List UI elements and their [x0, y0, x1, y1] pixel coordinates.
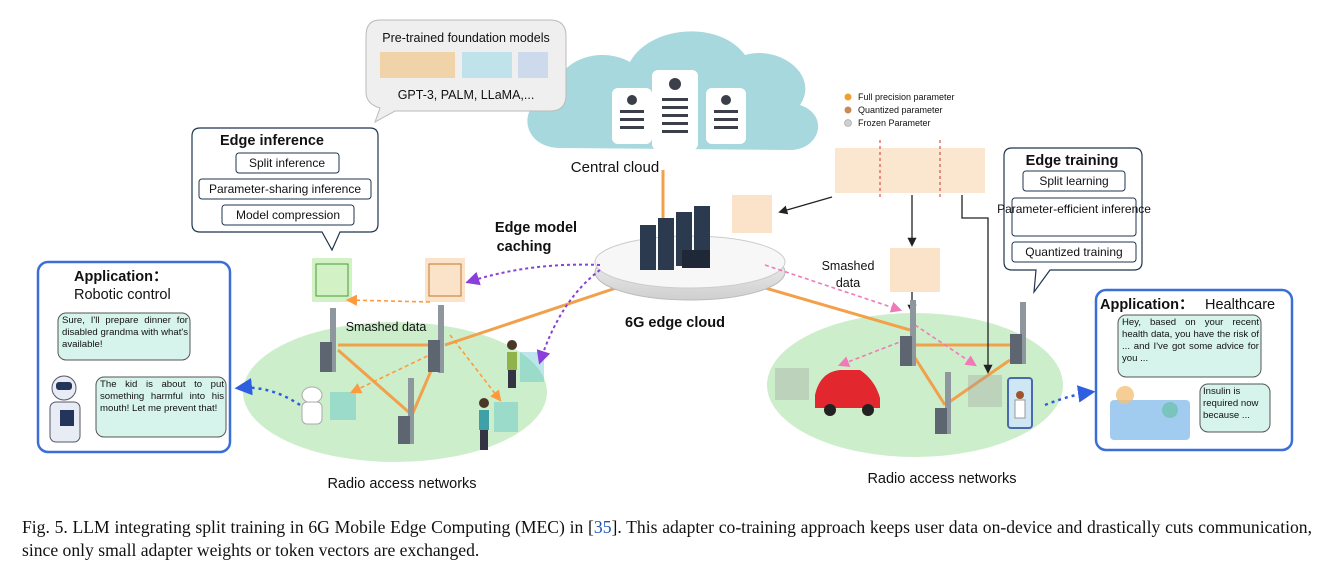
nn-inference-green [312, 258, 352, 302]
legend-frozen-dot [844, 119, 852, 127]
cloud-server-icon [612, 70, 746, 150]
legend-full: Full precision parameter [858, 92, 955, 102]
caption-ref[interactable]: 35 [593, 517, 612, 537]
app-left-subtitle: Robotic control [74, 287, 171, 303]
edge-training-item-2: Quantized training [1025, 245, 1122, 259]
smashed-label-right-2: data [836, 276, 860, 290]
edge-caching-label-2: caching [497, 239, 552, 255]
nn-cache-model [732, 195, 772, 233]
nn-robot-model [330, 392, 356, 420]
nn-person-model [494, 402, 518, 432]
pretrained-bubble: Pre-trained foundation models GPT-3, PAL… [365, 19, 567, 124]
legend-full-dot [844, 93, 852, 101]
smashed-arrows-left [345, 294, 502, 402]
edge-inference-item-1: Parameter-sharing inference [209, 182, 361, 196]
app-left-bubble-2: The kid is about to put something harmfu… [100, 379, 224, 414]
smashed-label-right-1: Smashed [822, 259, 875, 273]
app-left-bubble-1: Sure, I'll prepare dinner for disabled g… [62, 315, 188, 350]
central-cloud-label: Central cloud [571, 159, 659, 176]
edge-inference-item-2: Model compression [236, 208, 340, 222]
base-station-towers [320, 300, 1026, 444]
app-right-bubble-2: Insulin is required now because ... [1203, 386, 1259, 421]
app-right-subtitle: Healthcare [1205, 297, 1275, 313]
pretrained-title: Pre-trained foundation models [382, 31, 549, 45]
smashed-arrows-right [764, 264, 977, 368]
app-right-title: Application： [1100, 297, 1193, 313]
caching-arrows [465, 263, 601, 365]
caption-prefix: Fig. 5. LLM integrating split training i… [22, 517, 594, 537]
app-left-title: Application： [74, 269, 167, 285]
edge-cloud-label: 6G edge cloud [625, 315, 725, 331]
ran-left-label: Radio access networks [327, 476, 476, 492]
backhaul-links [337, 170, 1020, 417]
robot-user-icon [301, 386, 323, 425]
app-panel-right: Application： Healthcare Hey, based on yo… [1094, 288, 1294, 452]
edge-training-panel: Edge training Split learning Parameter-e… [997, 147, 1151, 295]
edge-inference-title: Edge inference [220, 133, 324, 149]
ran-right-label: Radio access networks [867, 471, 1016, 487]
ran-right-ground [767, 313, 1063, 457]
legend-quant-dot [844, 106, 852, 114]
nn-car-model [775, 368, 809, 400]
edge-training-item-1: Parameter-efficient inference [997, 202, 1151, 216]
nn-split-model [835, 140, 985, 198]
pretrained-models: GPT-3, PALM, LLaMA,... [398, 88, 535, 102]
person-user-icon [479, 398, 489, 450]
edge-training-item-0: Split learning [1039, 174, 1108, 188]
nn-device-model [968, 375, 1002, 407]
car-icon [815, 370, 880, 416]
edge-inference-item-0: Split inference [249, 156, 325, 170]
robot-assistant-icon [49, 375, 81, 443]
training-arrows [778, 195, 993, 374]
edge-inference-panel: Edge inference Split inference Parameter… [191, 127, 379, 252]
parameter-legend: Full precision parameter Quantized param… [844, 92, 955, 128]
legend-quant: Quantized parameter [858, 105, 943, 115]
caption-suffix: ]. This adapter co-training approach kee… [22, 517, 1312, 560]
figure-caption: Fig. 5. LLM integrating split training i… [22, 516, 1312, 562]
nn-walker-model [520, 352, 544, 382]
doctor-tablet-icon [1007, 377, 1033, 429]
ran-left-ground [243, 322, 547, 462]
app-right-bubble-1: Hey, based on your recent health data, y… [1122, 317, 1259, 364]
central-cloud: Central cloud [527, 31, 819, 176]
walker-user-icon [507, 340, 517, 388]
nn-smashed-model [890, 248, 940, 292]
edge-cloud: 6G edge cloud [594, 206, 786, 331]
edge-training-title: Edge training [1026, 153, 1119, 169]
pretrained-nn-icon [380, 52, 548, 78]
nn-inference-orange [425, 258, 465, 302]
healthcare-illustration-icon [1110, 386, 1190, 440]
legend-frozen: Frozen Parameter [858, 118, 931, 128]
smashed-label-left: Smashed data [346, 320, 427, 334]
app-arrows [234, 377, 1096, 407]
app-panel-left: Application： Robotic control Sure, I'll … [36, 260, 232, 454]
edge-caching-label: Edge model [495, 220, 577, 236]
edge-server-rack-icon [640, 206, 710, 270]
edge-training-item-1-text: Parameter-efficient inference [997, 202, 1151, 216]
